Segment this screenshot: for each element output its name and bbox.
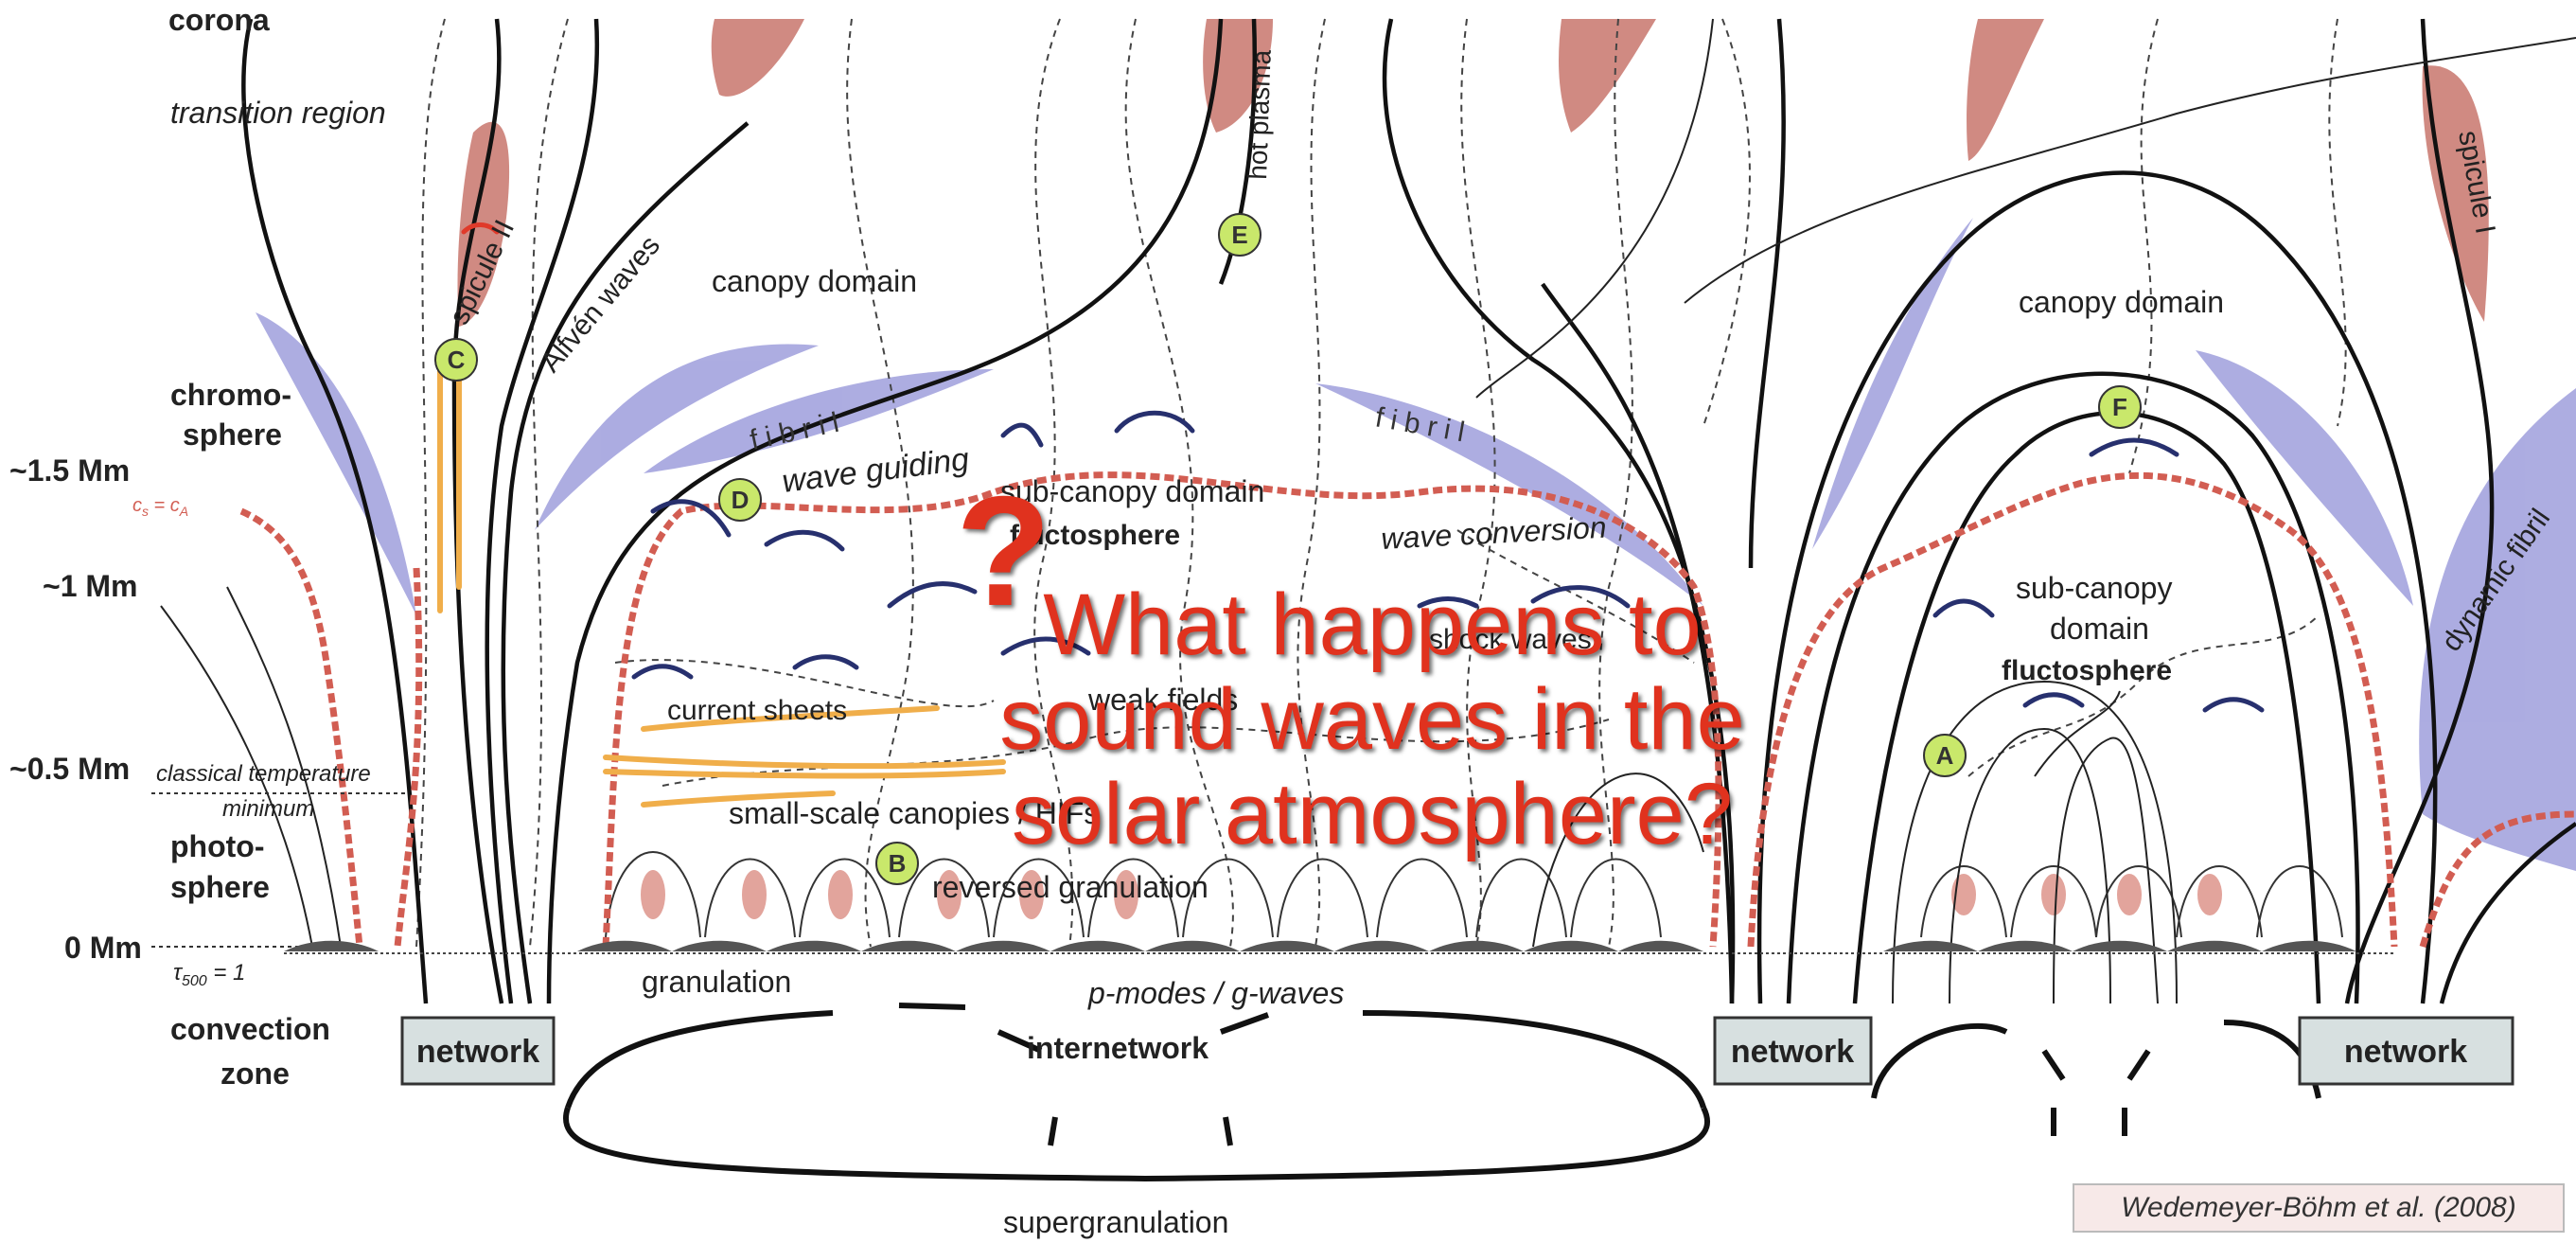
network-labels: network network network xyxy=(416,1034,2467,1070)
marker-F: F xyxy=(2099,386,2141,428)
chromosphere-label-1: chromo- xyxy=(170,378,291,412)
left-chromo-fibril xyxy=(256,312,416,615)
marker-C: C xyxy=(435,339,477,381)
svg-text:F: F xyxy=(2112,393,2127,421)
internetwork-label: internetwork xyxy=(1027,1031,1209,1065)
svg-text:D: D xyxy=(732,486,750,514)
convection-label-2: zone xyxy=(221,1057,290,1091)
top-plume-3 xyxy=(1967,19,2044,161)
citation-box: Wedemeyer-Böhm et al. (2008) xyxy=(2073,1183,2565,1233)
fibril-band-right xyxy=(1315,383,1703,606)
right-canopy-fibril-2 xyxy=(2196,350,2413,606)
tau-label: τ500 = 1 xyxy=(173,960,245,989)
network-label-right: network xyxy=(2344,1034,2467,1070)
height-label-0-5: ~0.5 Mm xyxy=(9,752,130,786)
left-network-line-1 xyxy=(243,19,426,1003)
layer-labels: corona transition region chromo- sphere … xyxy=(132,3,386,1091)
wave-conversion-label: wave conversion xyxy=(1380,510,1607,556)
top-plume-1 xyxy=(712,19,804,97)
classical-temp-label-2: minimum xyxy=(222,796,314,822)
sub-canopy-right-label-1: sub-canopy xyxy=(2016,571,2172,605)
svg-text:E: E xyxy=(1231,221,1247,249)
marker-D: D xyxy=(719,479,761,521)
chromosphere-label-2: sphere xyxy=(183,417,282,452)
marker-B: B xyxy=(876,843,918,884)
height-label-1-5: ~1.5 Mm xyxy=(9,453,130,488)
network-boxes xyxy=(402,1018,2513,1084)
top-plume-2 xyxy=(1559,19,1656,133)
p-modes-label: p-modes / g-waves xyxy=(1087,976,1344,1010)
classical-temp-label-1: classical temperature xyxy=(156,761,371,787)
supergranulation-flows xyxy=(566,1005,2319,1179)
hot-plasma-label: hot plasma xyxy=(1243,49,1277,180)
svg-text:C: C xyxy=(448,346,466,374)
photosphere-label-2: sphere xyxy=(170,870,270,904)
overlay-question-text: What happens to sound waves in the solar… xyxy=(979,577,1765,861)
canopy-domain-left-label: canopy domain xyxy=(712,264,917,298)
current-sheets-label: current sheets xyxy=(667,695,847,726)
svg-text:B: B xyxy=(889,849,907,878)
sub-canopy-right-label-2: domain xyxy=(2050,612,2149,646)
reversed-granulation-label: reversed granulation xyxy=(932,870,1209,904)
supergranulation-label: supergranulation xyxy=(1003,1205,1228,1239)
big-arch-inner xyxy=(1789,374,2358,1003)
marker-E: E xyxy=(1219,214,1261,256)
network-label-left: network xyxy=(416,1034,539,1070)
convection-label-1: convection xyxy=(170,1012,330,1046)
marker-A: A xyxy=(1924,735,1966,776)
fluctosphere-right-label: fluctosphere xyxy=(2002,655,2172,686)
alfven-waves-label: Alfvén waves xyxy=(535,230,666,379)
transition-region-label: transition region xyxy=(170,96,386,130)
citation-text: Wedemeyer-Böhm et al. (2008) xyxy=(2121,1192,2515,1224)
canopy-domain-right-label: canopy domain xyxy=(2019,285,2224,319)
wave-guiding-label: wave guiding xyxy=(780,441,971,500)
small-scale-loops xyxy=(606,852,2342,937)
right-canopy-fibril-1 xyxy=(1812,218,1973,549)
svg-text:A: A xyxy=(1936,741,1954,770)
fibril-right-label: fibril xyxy=(1373,401,1474,449)
network-label-middle: network xyxy=(1731,1034,1854,1070)
height-label-1-0: ~1 Mm xyxy=(43,569,137,603)
granulation-surface xyxy=(284,941,2356,951)
granulation-label: granulation xyxy=(642,965,791,999)
height-axis: ~1.5 Mm ~1 Mm ~0.5 Mm 0 Mm xyxy=(9,453,142,965)
right-network-line-2 xyxy=(1751,19,1784,568)
corona-label: corona xyxy=(168,3,270,37)
cs-ca-label: cs = cA xyxy=(132,495,188,519)
photosphere-label-1: photo- xyxy=(170,829,265,863)
height-label-0: 0 Mm xyxy=(64,931,142,965)
